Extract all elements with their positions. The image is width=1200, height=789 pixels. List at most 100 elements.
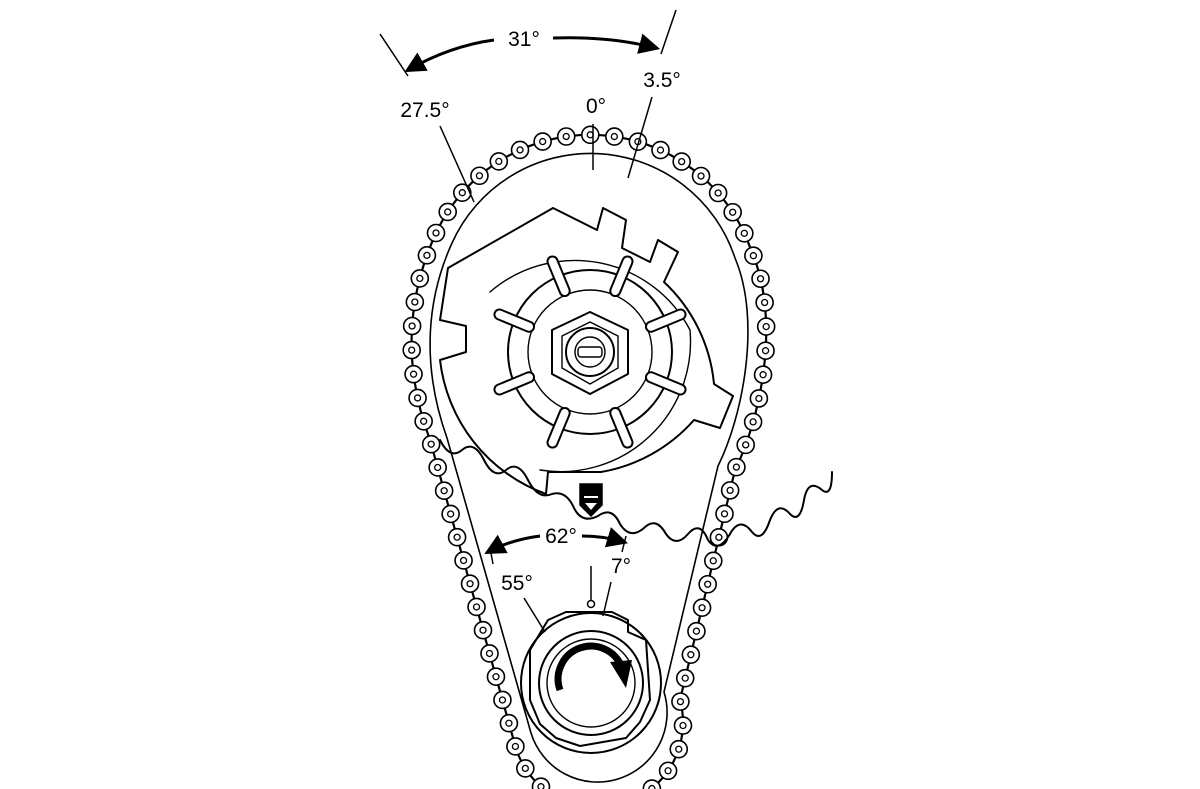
chain-pin <box>434 463 442 472</box>
chain-pin <box>740 229 748 237</box>
lower-angle-indicators: 62° 55° 7° <box>484 525 631 633</box>
chain-pin <box>678 157 686 166</box>
chain-outline <box>410 133 768 789</box>
chain-pin <box>420 417 428 425</box>
hub-lobe-fill <box>548 408 569 447</box>
leader-27-5 <box>439 125 475 203</box>
leader-55 <box>523 597 546 633</box>
upper-angle-indicators: 31° 27.5° 0° 3.5° <box>379 9 681 203</box>
chain-pin <box>475 172 484 180</box>
rotation-arrowhead <box>610 660 632 688</box>
chain-pin <box>411 298 419 306</box>
hub-lobe-fill <box>646 310 685 331</box>
crank-hub <box>538 630 644 736</box>
reluctor-wheel <box>439 207 734 495</box>
cam-hub-lobes <box>493 255 687 449</box>
chain-pin <box>742 441 750 449</box>
angle-0-label: 0° <box>586 95 606 118</box>
angle-3-5-label: 3.5° <box>643 69 681 92</box>
camshaft-bolt-slot <box>577 346 603 358</box>
chain-pin <box>538 137 547 146</box>
chain-pin <box>756 275 765 283</box>
crank-reluctor <box>529 611 651 747</box>
chain-pin <box>446 510 455 518</box>
chain-links <box>402 125 776 789</box>
angle-7-label: 7° <box>611 555 631 578</box>
hub-lobe-fill <box>548 257 569 296</box>
span-31-arrow-right <box>552 33 661 54</box>
reluctor-inner-ring <box>489 259 692 473</box>
timing-mark-pointer <box>579 483 603 518</box>
chain-pin <box>472 603 481 611</box>
chain-pin <box>692 627 701 635</box>
span-31-label: 31° <box>508 28 540 51</box>
chain-pin <box>458 189 466 197</box>
chain-pin <box>664 767 672 775</box>
chain-pin <box>495 157 503 166</box>
chain-pin <box>562 132 570 141</box>
chain-pin <box>516 146 524 154</box>
crank-sprocket-ring <box>520 612 662 754</box>
chain-pin <box>749 252 758 260</box>
chain-pin <box>423 251 431 260</box>
chain-pin <box>505 719 513 727</box>
crank-timing-dot <box>586 599 596 609</box>
reference-line-3-5 <box>660 9 677 55</box>
chain-pin <box>492 673 500 681</box>
chain-pin <box>687 651 695 659</box>
chain-pin <box>648 784 656 789</box>
chain-pin <box>704 580 712 588</box>
chain-pin <box>459 556 468 565</box>
chain-pin <box>720 510 729 518</box>
chain-pin <box>698 604 706 612</box>
chain-pin <box>759 371 767 379</box>
chain-pin <box>610 132 618 141</box>
chain-pin <box>440 487 448 495</box>
hub-lobe-fill <box>646 373 685 394</box>
chain-pin <box>413 394 422 402</box>
chain-pin <box>432 229 440 237</box>
chain-pin <box>408 322 416 330</box>
chain-pin <box>537 783 545 789</box>
leader-3-5 <box>627 96 653 179</box>
hub-lobe-fill <box>495 310 534 331</box>
chain-pin <box>714 189 722 197</box>
chain-pin <box>498 696 507 704</box>
angle-27-5-label: 27.5° <box>400 99 449 122</box>
cam-hub-outer <box>507 269 673 435</box>
span-62-arrow-right <box>581 527 629 548</box>
span-62-label: 62° <box>545 525 577 548</box>
camshaft-nut <box>551 311 629 395</box>
chain-inner-outline <box>429 152 749 783</box>
camshaft-bolt-inner <box>574 336 606 368</box>
chain-pin <box>762 322 770 331</box>
chain-pin <box>427 440 435 448</box>
chain-pin <box>416 274 424 283</box>
camshaft-bolt-outer <box>565 327 615 377</box>
hub-lobe-fill <box>611 257 632 296</box>
chain-pin <box>479 626 487 634</box>
crank-hub-inner <box>546 638 636 728</box>
chain-pin <box>760 298 769 307</box>
chain-pin <box>453 533 461 541</box>
chain-pin <box>761 347 770 355</box>
reference-line-7 <box>621 535 627 553</box>
chain-pin <box>732 463 741 471</box>
chain-pin <box>656 146 665 154</box>
cam-sprocket-teeth <box>439 439 833 547</box>
chain-pin <box>729 208 737 216</box>
chain-pin <box>755 394 763 403</box>
chain-pin <box>679 721 687 730</box>
chain-pin <box>466 580 474 588</box>
cam-hub-inner <box>527 289 653 415</box>
timing-chain <box>402 125 776 789</box>
chain-pin <box>697 172 705 180</box>
chain-pin <box>749 418 757 426</box>
span-31-arrow-left <box>404 38 495 73</box>
crankshaft-sprocket <box>520 599 662 754</box>
chain-pin <box>681 674 689 682</box>
chain-pin <box>676 697 685 706</box>
rotation-direction-arrow <box>554 642 626 692</box>
camshaft-sprocket <box>439 207 833 547</box>
